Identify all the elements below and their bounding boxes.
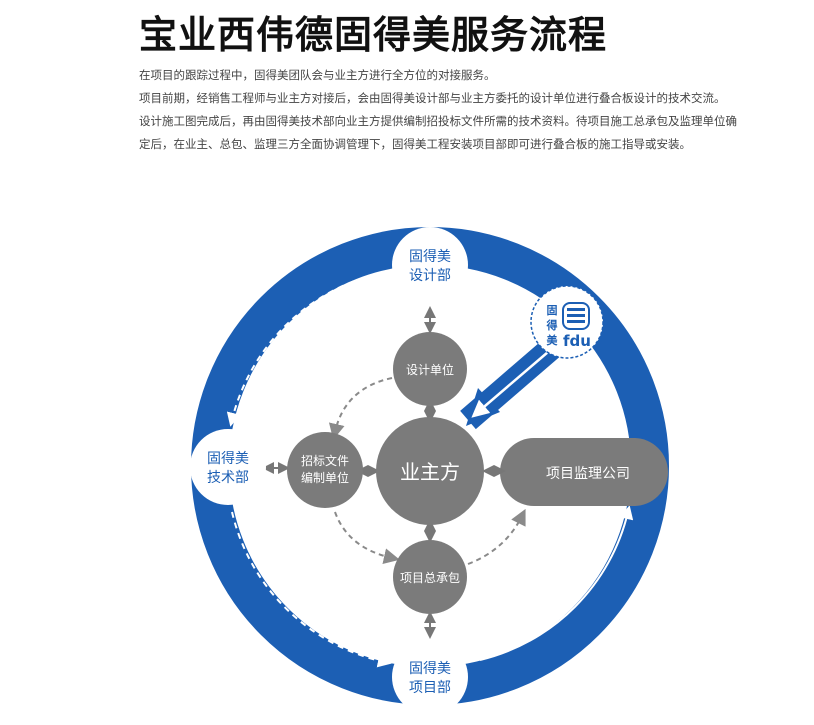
- node-tech-dept: [190, 429, 266, 505]
- node-contractor-label: 项目总承包: [400, 571, 460, 585]
- node-owner-label: 业主方: [400, 460, 460, 484]
- arrow-tech-to-project: [231, 511, 392, 668]
- node-project-dept-label-1: 固得美: [409, 660, 451, 677]
- arrow-design-to-tech: [226, 271, 386, 427]
- node-tech-dept-label-1: 固得美: [207, 450, 249, 467]
- fdu-logo-char-3: 美: [547, 333, 559, 347]
- arrow-project-to-supervisor: [479, 505, 634, 661]
- node-design-unit-label: 设计单位: [406, 362, 454, 377]
- node-bid-unit-label-1: 招标文件: [301, 453, 349, 468]
- intro-paragraph-2: 项目前期，经销售工程师与业主方对接后，会由固得美设计部与业主方委托的设计单位进行…: [139, 91, 726, 105]
- arrow-logo-to-design: [471, 273, 529, 306]
- node-supervisor: [500, 438, 668, 506]
- fdu-emblem-icon: [562, 302, 590, 330]
- node-project-dept: [392, 639, 468, 715]
- node-tech-dept-label-2: 技术部: [207, 470, 249, 486]
- fdu-logo-char-1: 固: [547, 304, 558, 317]
- page-title: 宝业西伟德固得美服务流程: [139, 13, 608, 57]
- node-supervisor-label: 项目监理公司: [546, 466, 630, 482]
- logo-to-owner-arrow-inner: [471, 351, 549, 418]
- intro-paragraph-1: 在项目的跟踪过程中，固得美团队会与业主方进行全方位的对接服务。: [139, 68, 496, 82]
- arrow-design-unit-to-bid: [328, 377, 393, 440]
- node-project-dept-label-2: 项目部: [409, 680, 451, 696]
- node-design-dept-label-1: 固得美: [409, 248, 451, 265]
- node-design-dept-label-2: 设计部: [409, 268, 451, 284]
- node-bid-unit-label-2: 编制单位: [301, 470, 349, 485]
- node-design-dept: [392, 227, 468, 303]
- fdu-logo-char-2: 得: [546, 318, 558, 332]
- node-owner: [376, 417, 484, 525]
- arrow-bid-to-contractor: [334, 511, 400, 565]
- arrow-contractor-to-supervisor: [467, 508, 526, 565]
- node-bid-unit: [287, 432, 363, 508]
- node-contractor: [393, 540, 467, 614]
- intro-text: 在项目的跟踪过程中，固得美团队会与业主方进行全方位的对接服务。 项目前期，经销售…: [139, 64, 744, 156]
- node-design-unit: [393, 332, 467, 406]
- fdu-logo: 固 得 美 fdu: [530, 285, 604, 359]
- fdu-logo-text: fdu: [563, 332, 591, 350]
- intro-paragraph-3: 设计施工图完成后，再由固得美技术部向业主方提供编制招投标文件所需的技术资料。待项…: [139, 114, 737, 151]
